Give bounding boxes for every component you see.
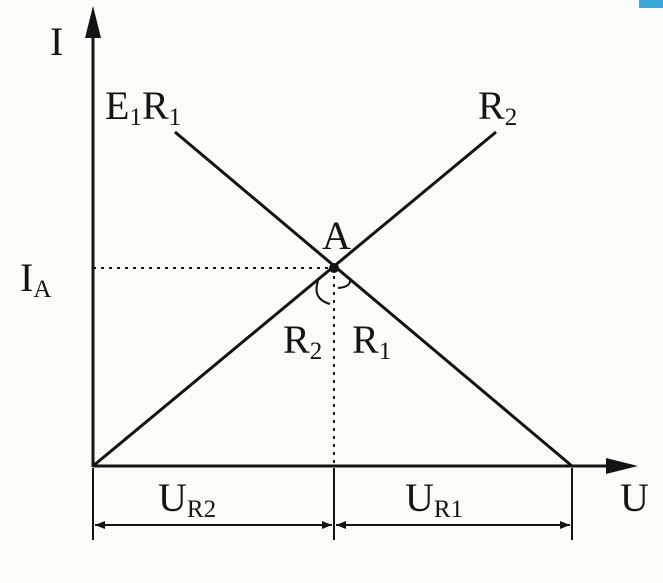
voltage-ur2-label: UR2 (158, 475, 217, 523)
load-line-r2 (92, 130, 497, 468)
x-axis-arrow (606, 458, 638, 474)
angle-arc-left (315, 280, 331, 305)
load-line-label: R2 (478, 83, 518, 131)
source-line-e1r1 (174, 130, 573, 468)
angle-arc-right (337, 277, 352, 289)
angle-label-r1: R1 (352, 317, 392, 365)
y-axis-label: I (50, 19, 64, 64)
corner-accent (639, 0, 663, 8)
angle-label-r2: R2 (283, 317, 323, 365)
source-line-label: E1R1 (105, 83, 182, 131)
operating-point-a (329, 263, 339, 273)
y-axis-arrow (85, 6, 101, 38)
x-axis-label: U (620, 475, 649, 520)
current-ia-label: IA (20, 255, 52, 303)
voltage-ur1-label: UR1 (405, 475, 464, 523)
point-a-label: A (322, 213, 351, 258)
